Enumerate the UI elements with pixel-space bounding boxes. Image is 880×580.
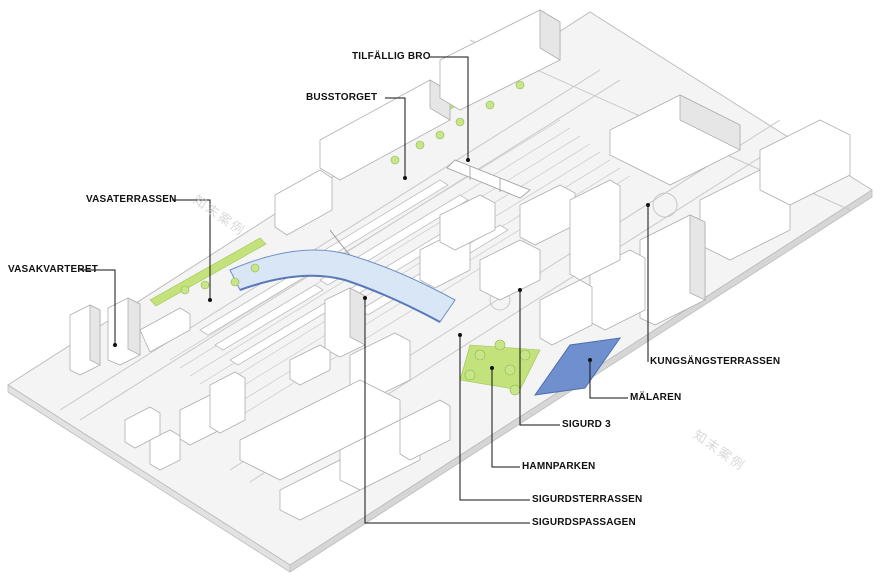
label-busstorget: BUSSTORGET: [306, 92, 378, 103]
temporary-bridge: [446, 159, 531, 199]
label-sigurd3: SIGURD 3: [562, 419, 611, 430]
label-tilfallig-bro: TILFÄLLIG BRO: [352, 51, 431, 62]
label-sigurdsterrassen: SIGURDSTERRASSEN: [532, 494, 643, 505]
label-kungsangsterrassen: KUNGSÄNGSTERRASSEN: [650, 356, 781, 367]
trees: [180, 80, 531, 396]
label-vasakvarteret: VASAKVARTERET: [8, 264, 99, 275]
label-sigurdspassagen: SIGURDSPASSAGEN: [532, 517, 636, 528]
leader-lines: [80, 56, 649, 524]
buildings: [69, 9, 851, 521]
leader-dots: [113, 158, 650, 370]
malaren-water: [533, 337, 622, 396]
label-hamnparken: HAMNPARKEN: [522, 461, 596, 472]
label-vasaterrassen: VASATERRASSEN: [86, 194, 177, 205]
station-canopy: [229, 229, 456, 323]
label-malaren: MÄLAREN: [630, 392, 682, 403]
